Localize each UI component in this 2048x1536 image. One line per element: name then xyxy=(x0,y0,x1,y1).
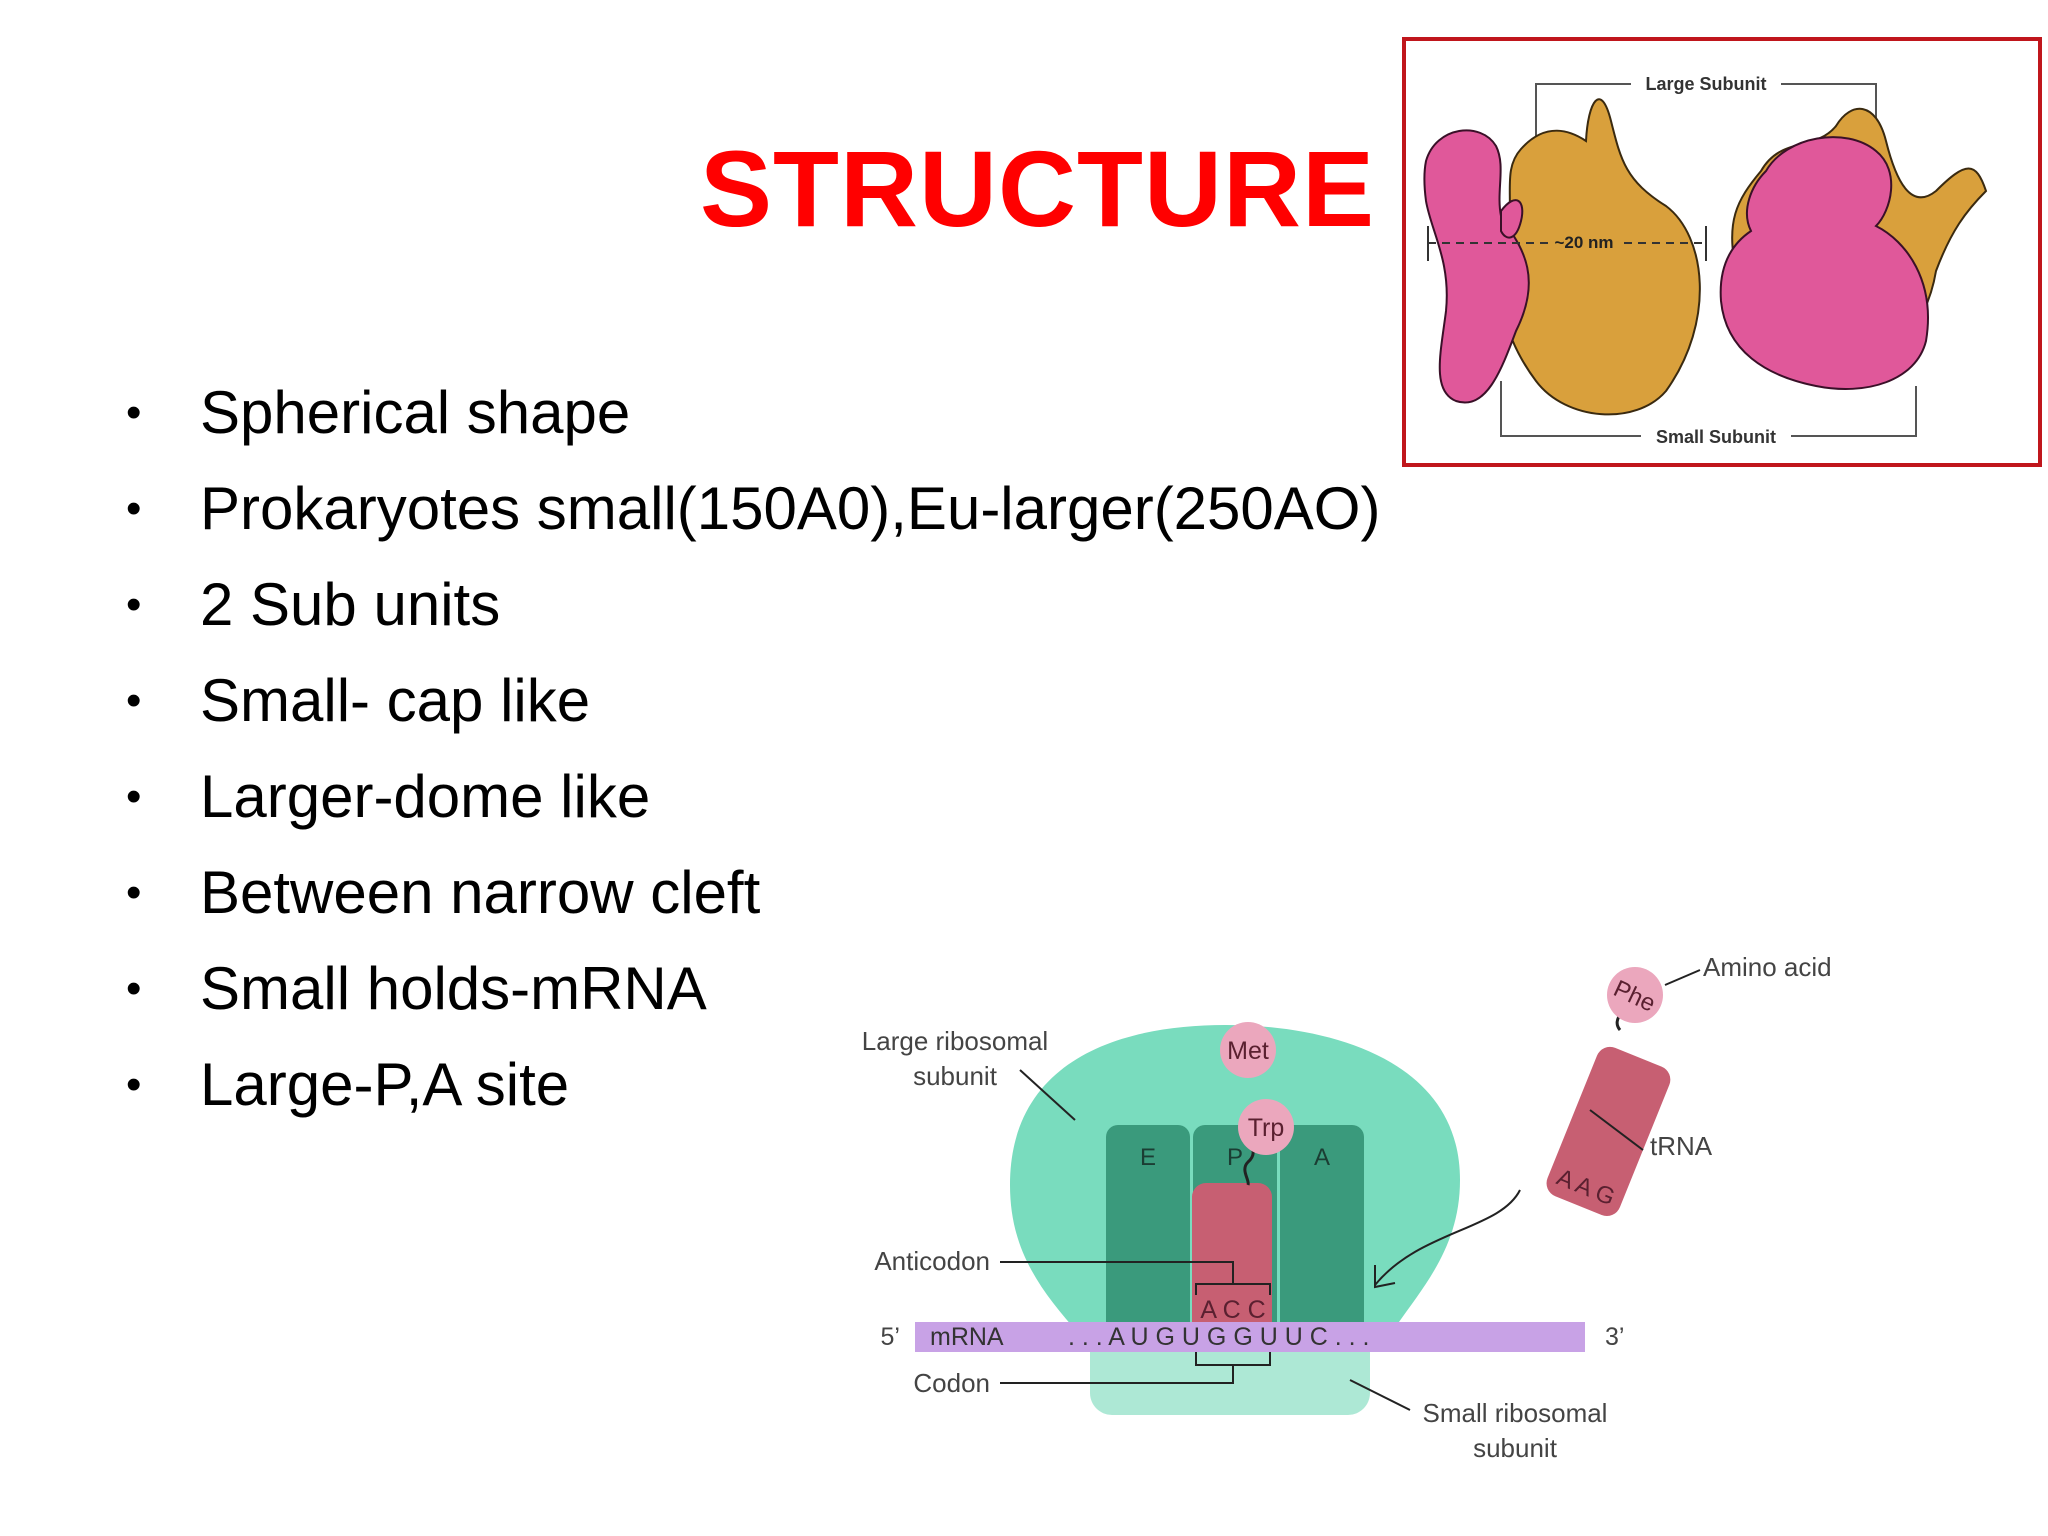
translation-diagram: E P A Met Trp A C C Anticodon 5’ 3’ mRNA… xyxy=(862,952,1832,1463)
bullet-dot: • xyxy=(126,1060,142,1109)
bullet-dot: • xyxy=(126,580,142,629)
bullet-item: • Large-P,A site xyxy=(120,1050,1380,1146)
trna-label: tRNA xyxy=(1650,1131,1713,1161)
bullet-dot: • xyxy=(126,964,142,1013)
met-amino-circle xyxy=(1220,1022,1276,1078)
mrna-strand xyxy=(915,1322,1585,1352)
incoming-trna xyxy=(1546,1046,1671,1217)
met-amino-label: Met xyxy=(1227,1037,1269,1065)
small-leader-line xyxy=(1500,381,1641,437)
small-subunit-shape xyxy=(1719,136,1929,390)
mrna-sequence: . . . A U G U G G U U C . . . xyxy=(1068,1323,1369,1351)
amino-acid-leader xyxy=(1664,969,1701,986)
bullet-text: Large-P,A site xyxy=(200,1051,570,1118)
small-ribosomal-label-1: Small ribosomal xyxy=(1423,1398,1608,1428)
site-e-label: E xyxy=(1140,1144,1156,1171)
size-label: ~20 nm xyxy=(1554,233,1613,252)
bullet-list: • Spherical shape • Prokaryotes small(150A… xyxy=(120,378,1380,1146)
incoming-arrow xyxy=(1374,1189,1521,1286)
site-e xyxy=(1106,1125,1190,1335)
large-subunit-label: Large Subunit xyxy=(1646,74,1767,94)
site-p-label: P xyxy=(1227,1144,1243,1171)
bullet-dot: • xyxy=(126,388,142,437)
bullet-dot: • xyxy=(126,868,142,917)
bullet-item: • 2 Sub units xyxy=(120,570,1380,666)
small-ribosomal-leader xyxy=(1349,1379,1411,1411)
bullet-text: Larger-dome like xyxy=(200,763,651,830)
small-leader-line xyxy=(1791,386,1917,437)
bullet-item: • Spherical shape xyxy=(120,378,1380,474)
large-ribosomal-label-2: subunit xyxy=(913,1061,998,1091)
bullet-item: • Small holds-mRNA xyxy=(120,954,1380,1050)
small-ribosomal-label-2: subunit xyxy=(1473,1433,1558,1463)
bullet-text: 2 Sub units xyxy=(200,571,501,638)
bullet-text: Small holds-mRNA xyxy=(200,955,707,1022)
bullet-dot: • xyxy=(126,676,142,725)
anticodon-leader xyxy=(1000,1261,1234,1284)
bullet-dot: • xyxy=(126,772,142,821)
bullet-dot: • xyxy=(126,484,142,533)
trp-amino-label: Trp xyxy=(1248,1114,1285,1142)
bullet-item: • Between narrow cleft xyxy=(120,858,1380,954)
small-subunit-lobe xyxy=(1500,199,1524,239)
small-subunit-shape xyxy=(1423,129,1530,404)
bullet-text: Small- cap like xyxy=(200,667,591,734)
bullet-item: • Prokaryotes small(150A0),Eu-larger(250A… xyxy=(120,474,1380,570)
arrow-head xyxy=(1374,1265,1396,1289)
site-a xyxy=(1280,1125,1364,1335)
bullet-item: • Small- cap like xyxy=(120,666,1380,762)
amino-acid-label: Amino acid xyxy=(1703,952,1832,982)
ribosome-illustration-frame: Large Subunit ~20 nm Small Subunit xyxy=(1402,37,2042,467)
slide-title: STRUCTURE xyxy=(700,128,1375,249)
bullet-text: Spherical shape xyxy=(200,379,631,446)
three-prime-label: 3’ xyxy=(1605,1323,1624,1351)
large-ribosomal-label-1: Large ribosomal xyxy=(862,1026,1048,1056)
trna-leader xyxy=(1589,1109,1644,1151)
codon-label: Codon xyxy=(913,1368,990,1398)
bullet-text: Prokaryotes small(150A0),Eu-larger(250AO… xyxy=(200,475,1381,542)
codon-leader xyxy=(1000,1365,1234,1384)
bullet-text: Between narrow cleft xyxy=(200,859,761,926)
mrna-label: mRNA xyxy=(930,1323,1004,1351)
ribosome-illustration: Large Subunit ~20 nm Small Subunit xyxy=(1423,74,1988,447)
five-prime-label: 5’ xyxy=(881,1323,900,1351)
trna-p-site xyxy=(1192,1183,1272,1338)
trp-amino-circle xyxy=(1238,1099,1294,1155)
large-subunit-shape xyxy=(1499,98,1701,416)
anticodon-label: Anticodon xyxy=(874,1246,990,1276)
measure-label-bg xyxy=(1551,231,1619,253)
small-subunit-label: Small Subunit xyxy=(1656,427,1776,447)
site-a-label: A xyxy=(1314,1144,1330,1171)
phe-amino-circle xyxy=(1607,967,1663,1023)
large-ribosomal-leader xyxy=(1019,1069,1076,1121)
bullet-item: • Larger-dome like xyxy=(120,762,1380,858)
anticodon-sequence: A C C xyxy=(1200,1296,1265,1324)
